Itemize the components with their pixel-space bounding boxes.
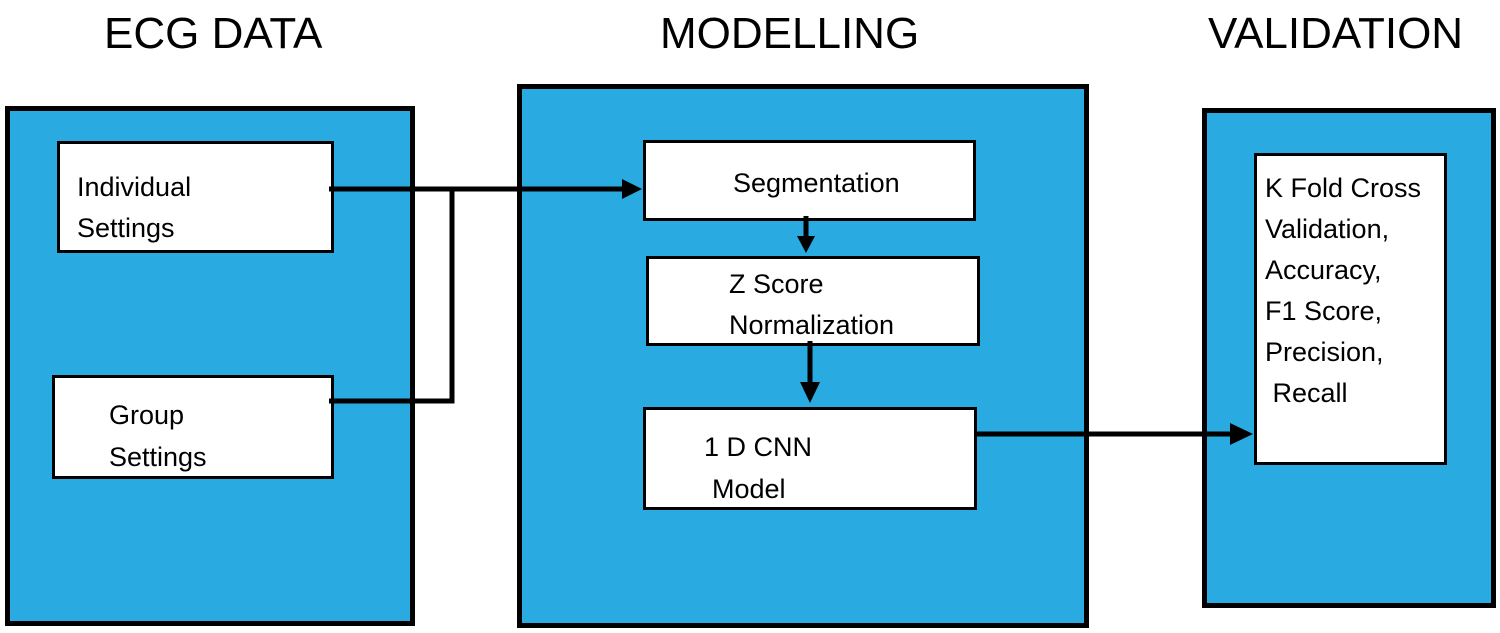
modelling-panel: Segmentation Z Score Normalization 1 D C… <box>517 84 1089 628</box>
metrics-line5: Precision, <box>1265 337 1384 367</box>
individual-settings-line1: Individual <box>77 172 192 202</box>
zscore-line2: Normalization <box>729 310 895 340</box>
group-settings-line1: Group <box>109 400 185 430</box>
metrics-line4: F1 Score, <box>1265 296 1383 326</box>
individual-settings-line2: Settings <box>77 213 175 243</box>
heading-validation: VALIDATION <box>1208 9 1464 58</box>
segmentation-box: Segmentation <box>643 140 976 221</box>
cnn-line2: Model <box>712 474 786 504</box>
heading-ecg-data: ECG DATA <box>104 9 323 58</box>
ecg-data-panel: Individual Settings Group Settings <box>5 106 415 626</box>
cnn-model-box: 1 D CNN Model <box>643 407 977 510</box>
group-settings-line2: Settings <box>109 442 207 472</box>
metrics-line3: Accuracy, <box>1265 255 1382 285</box>
zscore-line1: Z Score <box>729 269 824 299</box>
metrics-line6: Recall <box>1265 378 1348 408</box>
validation-panel: K Fold Cross Validation, Accuracy, F1 Sc… <box>1202 108 1496 608</box>
group-settings-box: Group Settings <box>52 375 334 479</box>
zscore-normalization-box: Z Score Normalization <box>646 256 980 346</box>
cnn-line1: 1 D CNN <box>704 432 813 462</box>
heading-modelling: MODELLING <box>660 9 920 58</box>
metrics-line2: Validation, <box>1265 214 1390 244</box>
segmentation-label: Segmentation <box>733 168 900 198</box>
metrics-line1: K Fold Cross <box>1265 173 1422 203</box>
individual-settings-box: Individual Settings <box>57 141 334 253</box>
validation-metrics-box: K Fold Cross Validation, Accuracy, F1 Sc… <box>1254 153 1447 465</box>
